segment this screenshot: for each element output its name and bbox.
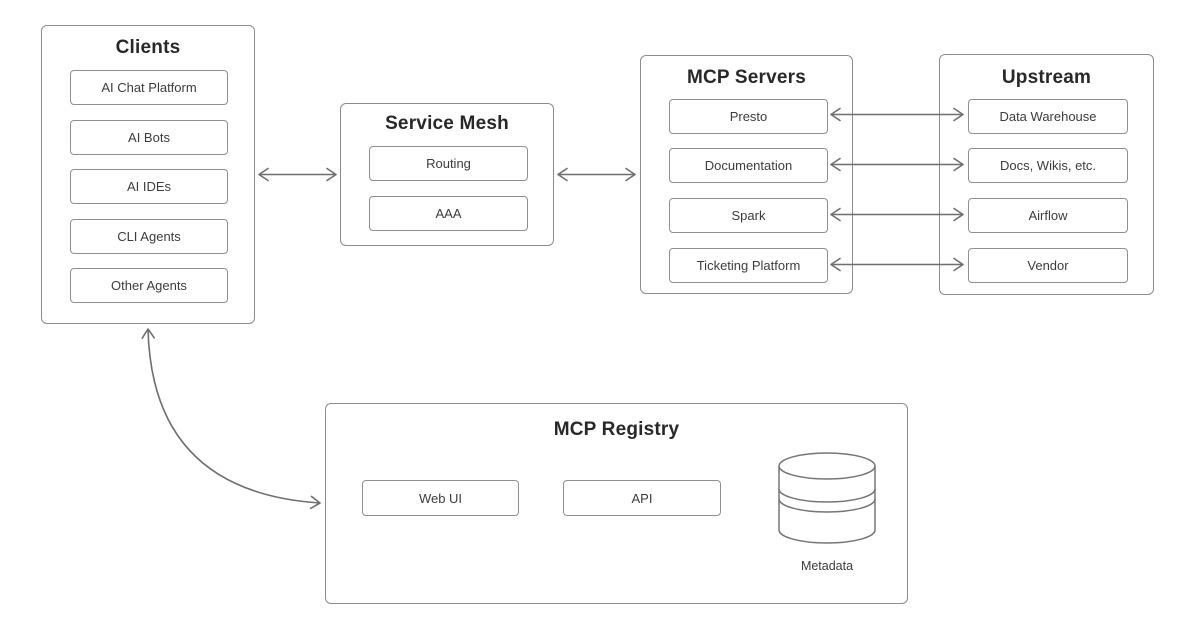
node-ai-ides: AI IDEs [70, 169, 228, 204]
clients-group-title: Clients [115, 37, 181, 58]
node-vendor: Vendor [968, 248, 1128, 283]
node-ai-bots: AI Bots [70, 120, 228, 155]
group-mcp-registry: MCP Registry Web UI API [325, 403, 908, 604]
node-aaa: AAA [369, 196, 528, 231]
group-mcp-servers: MCP Servers Presto Documentation Spark T… [640, 55, 853, 294]
node-spark: Spark [669, 198, 828, 233]
mcp-servers-group-title: MCP Servers [686, 67, 807, 88]
group-clients: Clients AI Chat Platform AI Bots AI IDEs… [41, 25, 255, 324]
node-documentation: Documentation [669, 148, 828, 183]
node-airflow: Airflow [968, 198, 1128, 233]
node-presto: Presto [669, 99, 828, 134]
group-upstream: Upstream Data Warehouse Docs, Wikis, etc… [939, 54, 1154, 295]
node-data-warehouse: Data Warehouse [968, 99, 1128, 134]
upstream-group-title: Upstream [1001, 67, 1092, 88]
node-api: API [563, 480, 721, 516]
node-other-agents: Other Agents [70, 268, 228, 303]
arrow-clients-mcp-registry [141, 328, 321, 510]
node-routing: Routing [369, 146, 528, 181]
node-cli-agents: CLI Agents [70, 219, 228, 254]
metadata-label: Metadata [800, 559, 854, 573]
node-ticketing-platform: Ticketing Platform [669, 248, 828, 283]
mcp-registry-group-title: MCP Registry [553, 419, 680, 440]
service-mesh-group-title: Service Mesh [385, 113, 509, 134]
node-docs-wikis-etc: Docs, Wikis, etc. [968, 148, 1128, 183]
node-web-ui: Web UI [362, 480, 519, 516]
group-service-mesh: Service Mesh Routing AAA [340, 103, 554, 246]
node-ai-chat-platform: AI Chat Platform [70, 70, 228, 105]
